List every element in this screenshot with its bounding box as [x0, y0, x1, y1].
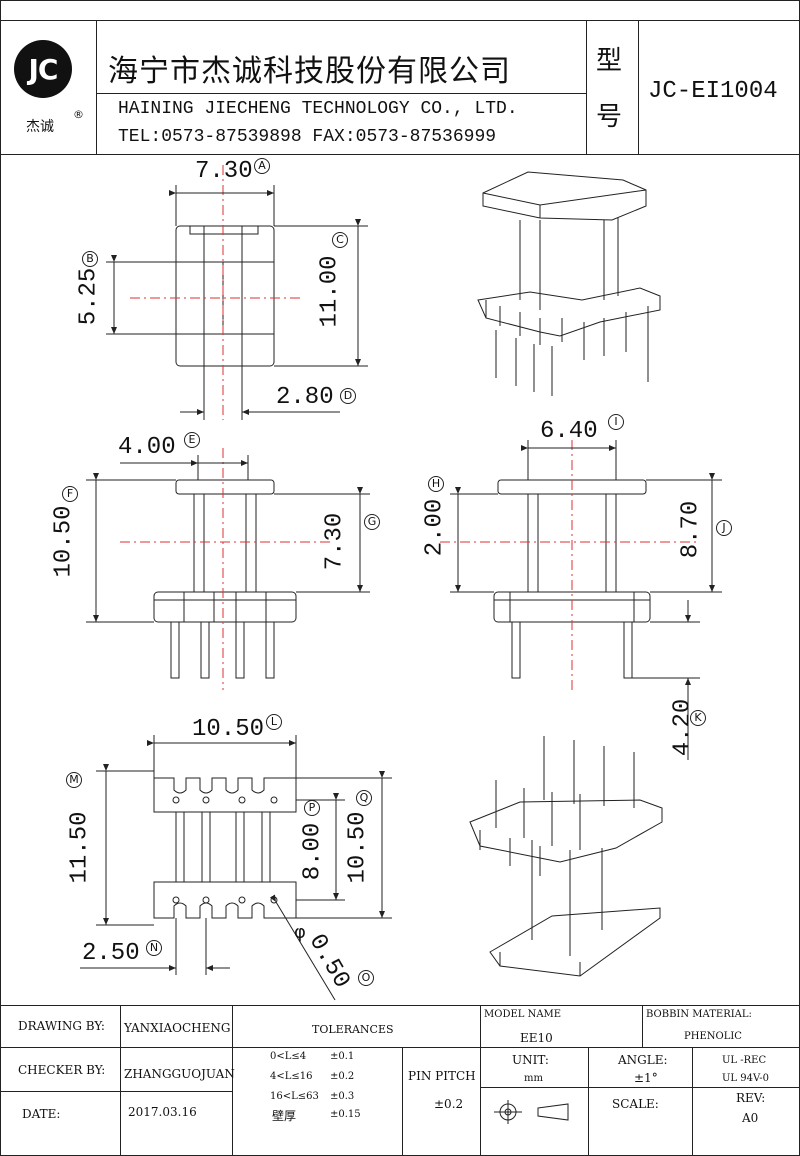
isometric-view-top: [477, 171, 661, 396]
dim-J-tag: J: [716, 520, 732, 536]
dim-O-tag: O: [358, 970, 374, 986]
angle-value: ±1°: [634, 1071, 658, 1085]
dim-N-tag: N: [146, 940, 162, 956]
dim-P-value: 8.00: [299, 822, 327, 881]
dim-H-value: 2.00: [421, 498, 449, 557]
tol-range-4: 壁厚: [272, 1109, 297, 1123]
dim-Q-tag: Q: [356, 790, 372, 806]
tol-range-2: 4<L≤16: [270, 1071, 313, 1082]
dim-J-value: 8.70: [677, 500, 705, 559]
drawing-by-value: YANXIAOCHENG: [124, 1021, 231, 1035]
tol-value-4: ±0.15: [330, 1109, 361, 1120]
pin-pitch-tol: ±0.2: [434, 1097, 464, 1111]
dim-G-tag: G: [364, 514, 380, 530]
dim-K-tag: K: [690, 710, 706, 726]
bobbin-material-label: BOBBIN MATERIAL:: [646, 1009, 752, 1020]
logo-cn-text: 杰诚: [26, 119, 54, 135]
dim-L-tag: L: [266, 714, 282, 730]
tol-value-3: ±0.3: [330, 1091, 355, 1102]
dim-I-value: 6.40: [540, 418, 598, 445]
tolerances-label: TOLERANCES: [312, 1023, 394, 1036]
header-divider-logo: [96, 20, 97, 154]
side-view: [440, 440, 722, 760]
unit-label: UNIT:: [512, 1053, 549, 1067]
checker-by-label: CHECKER BY:: [18, 1063, 106, 1077]
projection-symbol-icon: [494, 1100, 569, 1124]
pin-pitch-label: PIN PITCH: [408, 1069, 476, 1083]
checker-by-value: ZHANGGUOJUAN: [124, 1067, 235, 1081]
phi-symbol: φ: [294, 922, 306, 943]
unit-value: mm: [524, 1073, 543, 1084]
scale-label: SCALE:: [612, 1097, 659, 1111]
dim-D-value: 2.80: [276, 384, 334, 411]
dim-N-value: 2.50: [82, 940, 140, 967]
dim-Q-value: 10.50: [344, 811, 372, 884]
dim-D-tag: D: [340, 388, 356, 404]
dim-E-tag: E: [184, 432, 200, 448]
date-value: 2017.03.16: [128, 1105, 197, 1119]
model-number: JC-EI1004: [648, 78, 778, 105]
company-name-cn: 海宁市杰诚科技股份有限公司: [108, 54, 511, 89]
ul-94v0: UL 94V-0: [722, 1073, 770, 1084]
dim-G-value: 7.30: [321, 512, 349, 571]
model-name-label: MODEL NAME: [484, 1009, 562, 1020]
dim-E-value: 4.00: [118, 434, 176, 461]
dim-I-tag: I: [608, 414, 624, 430]
dim-F-value: 10.50: [50, 505, 78, 578]
dim-M-tag: M: [66, 772, 82, 788]
dim-C-value: 11.00: [316, 255, 344, 328]
dim-L-value: 10.50: [192, 716, 265, 743]
dim-B-value: 5.25: [75, 267, 103, 326]
front-view: [86, 448, 370, 690]
rev-label: REV:: [736, 1091, 766, 1105]
date-label: DATE:: [22, 1107, 61, 1121]
tol-value-2: ±0.2: [330, 1071, 355, 1082]
dim-C-tag: C: [332, 232, 348, 248]
header-divider-model: [586, 20, 587, 154]
registered-mark: ®: [73, 108, 84, 121]
header-bottom-line: [0, 154, 800, 155]
top-view: [106, 165, 368, 420]
rev-value: A0: [742, 1111, 759, 1125]
model-label-1: 型: [596, 46, 623, 76]
company-name-en: HAINING JIECHENG TECHNOLOGY CO., LTD.: [118, 99, 518, 119]
dim-F-tag: F: [62, 486, 78, 502]
header-divider-model-value: [638, 20, 639, 154]
model-name-value: EE10: [520, 1031, 553, 1045]
tol-value-1: ±0.1: [330, 1051, 355, 1062]
company-logo: JC: [14, 40, 72, 98]
isometric-view-bottom: [469, 736, 663, 977]
technical-drawing: [80, 165, 722, 1001]
header-middle-line: [96, 93, 586, 94]
company-contact: TEL:0573-87539898 FAX:0573-87536999: [118, 127, 497, 147]
model-label-2: 号: [596, 102, 623, 132]
dim-H-tag: H: [428, 476, 444, 492]
bottom-view: [80, 735, 392, 1001]
header-top-line: [0, 20, 800, 21]
tol-range-1: 0<L≤4: [270, 1051, 307, 1062]
title-block: DRAWING BY: YANXIAOCHENG TOLERANCES MODE…: [0, 1005, 800, 1156]
ul-rec: UL -REC: [722, 1055, 767, 1066]
tol-range-3: 16<L≤63: [270, 1091, 319, 1102]
drawing-by-label: DRAWING BY:: [18, 1019, 105, 1033]
dim-M-value: 11.50: [66, 811, 94, 884]
dim-A-value: 7.30: [195, 158, 253, 185]
dim-A-tag: A: [254, 158, 270, 174]
dim-P-tag: P: [304, 800, 320, 816]
angle-label: ANGLE:: [618, 1053, 668, 1067]
dim-B-tag: B: [82, 251, 98, 267]
bobbin-material-value: PHENOLIC: [684, 1031, 742, 1042]
dim-K-value: 4.20: [669, 698, 697, 757]
